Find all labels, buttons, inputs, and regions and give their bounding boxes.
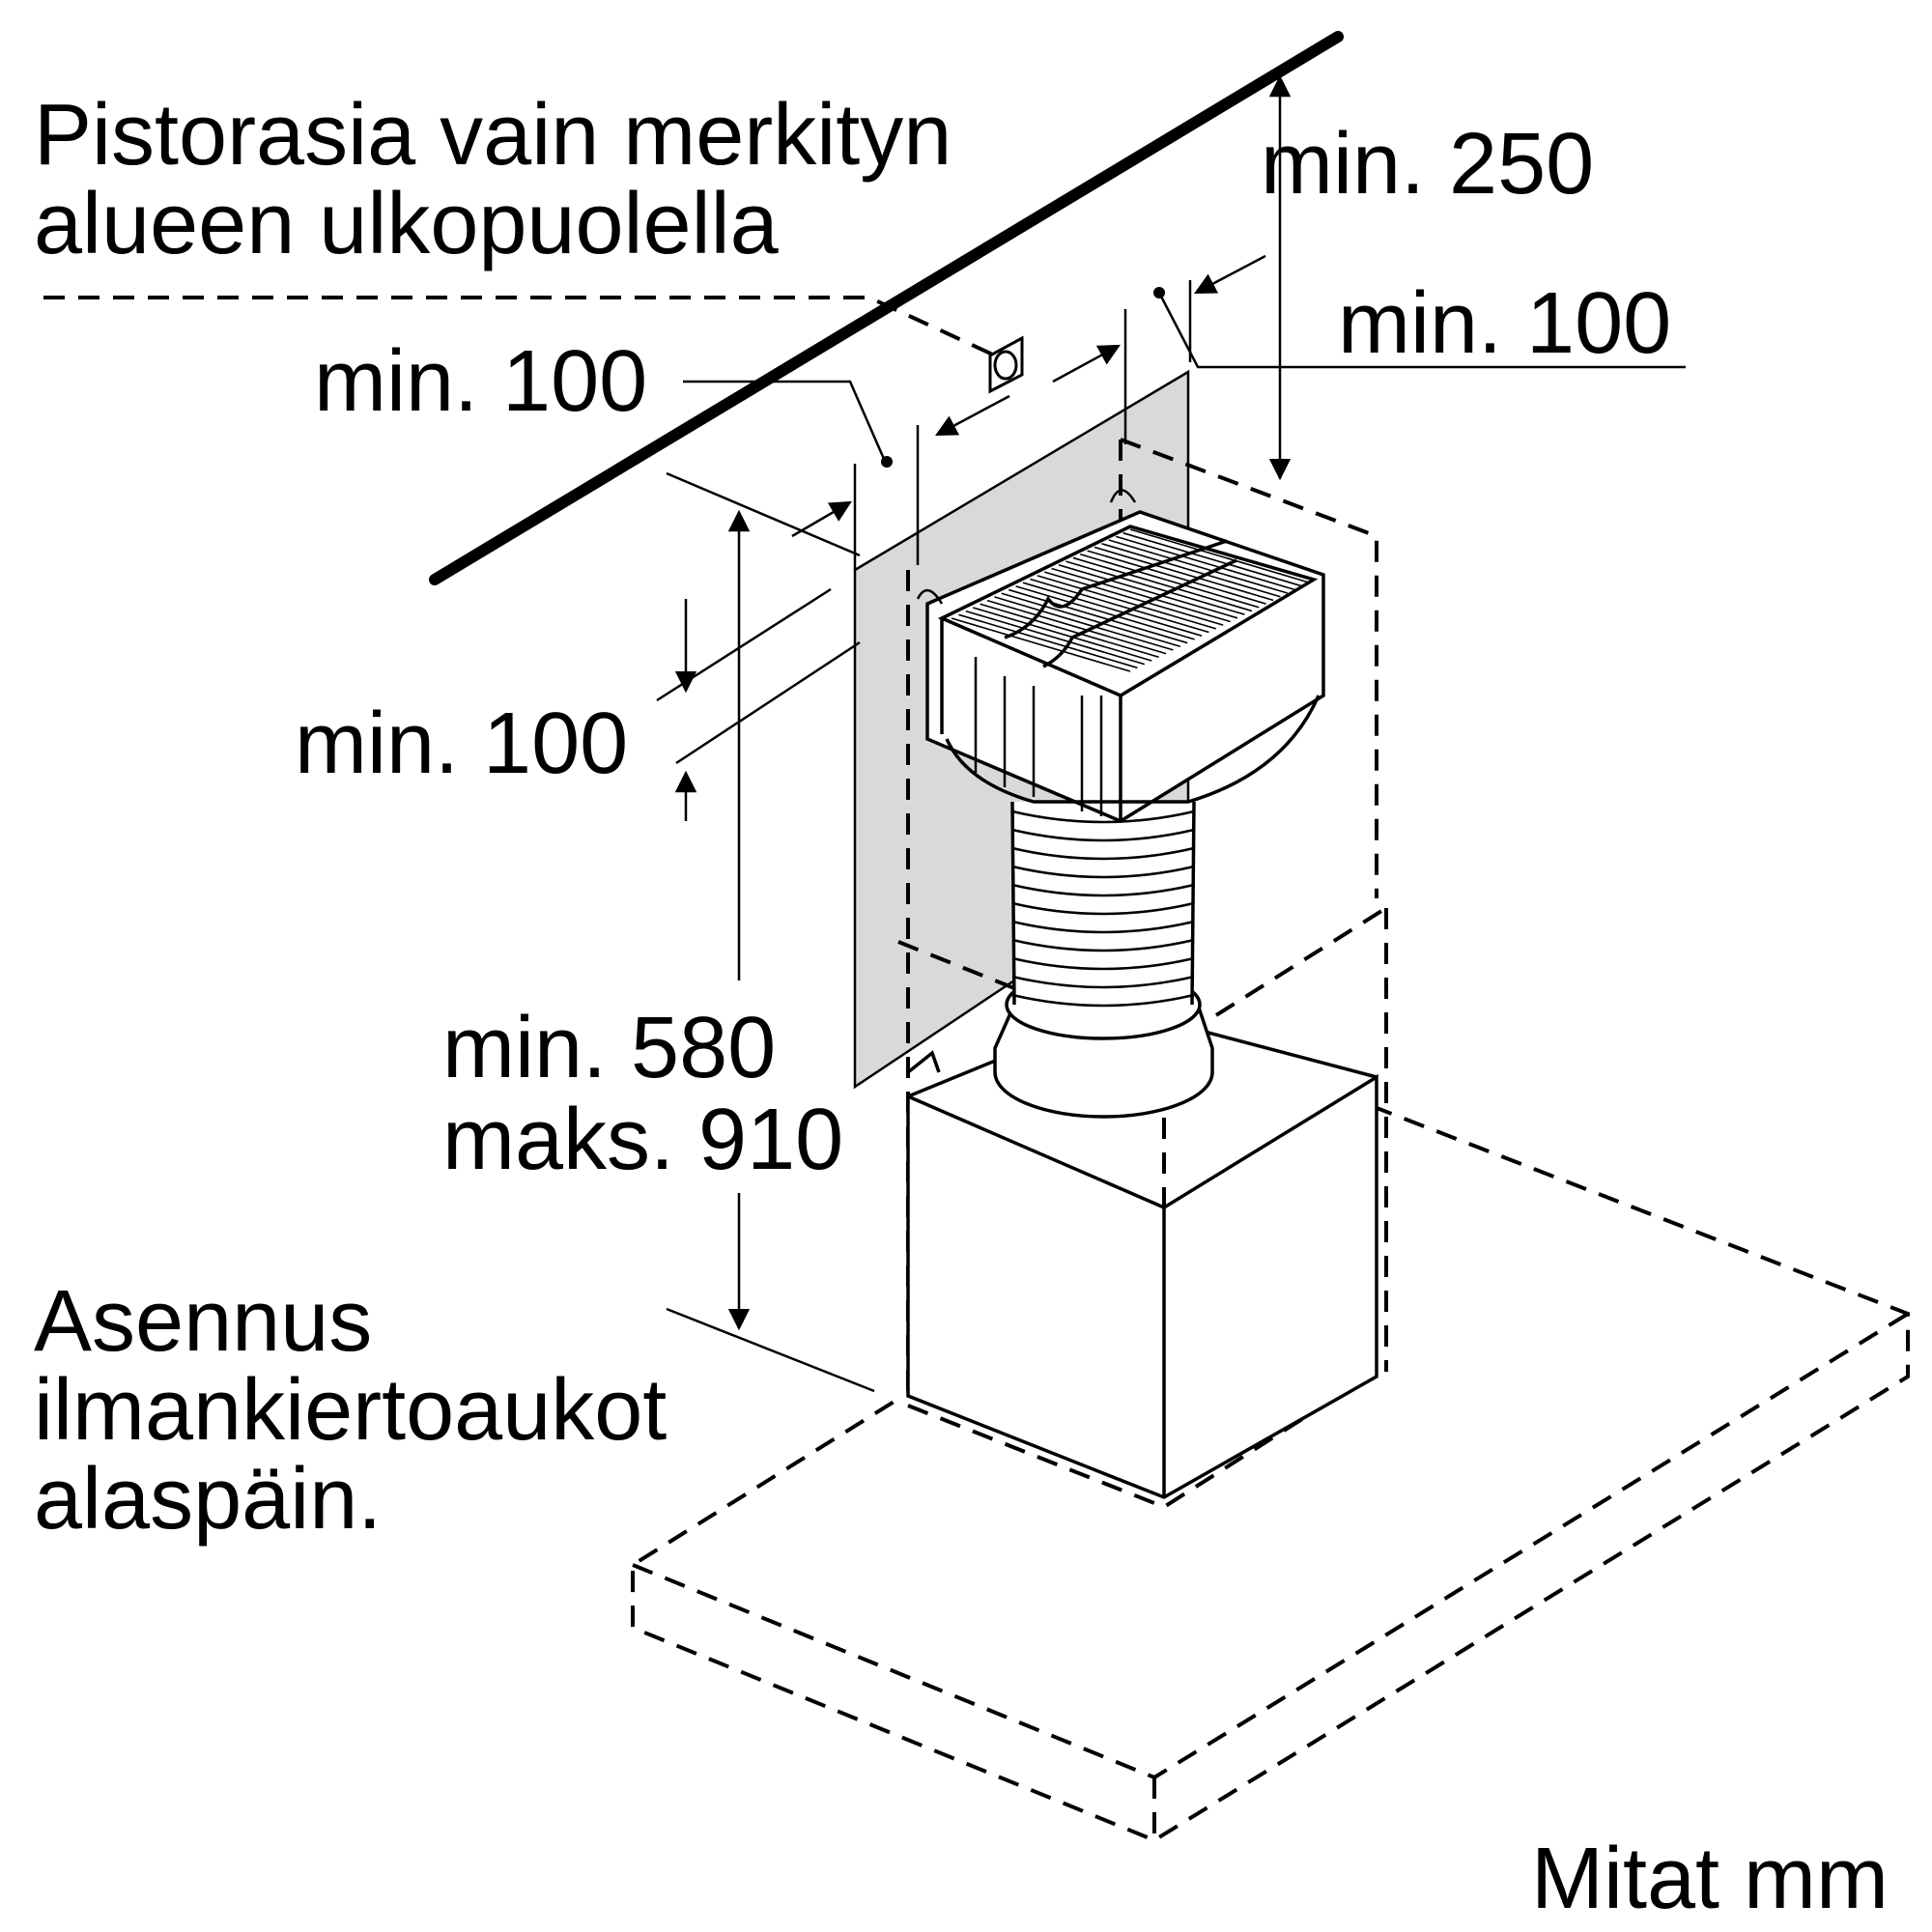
dim-top-label: min. 250 [1261,116,1594,213]
socket-note-line2: alueen ulkopuolella [34,176,780,272]
grille-slat [1072,556,1253,612]
units-label: Mitat mm [1531,1831,1889,1927]
duct-ring [1011,865,1195,879]
duct-ring [1011,846,1195,861]
grille-slat [1008,588,1188,644]
install-note-line2: ilmankiertoaukot [34,1362,667,1459]
grille-slat [1079,553,1260,609]
grille-slat [1001,592,1181,648]
duct-ring [1011,975,1195,989]
grille-slat [1101,542,1281,598]
grille-slat [1129,528,1310,583]
duct-ring [1011,920,1195,934]
grille-slat [965,610,1146,666]
dim-left-100-top-label: min. 100 [314,333,647,430]
duct-ring [1011,901,1195,916]
filter-unit [916,489,1325,823]
grille-slat [951,617,1131,672]
grille-slat [1037,575,1217,630]
grille-slat [1122,531,1302,587]
grille-slat [994,596,1174,651]
grille-slat [1065,560,1245,615]
filter-grille [951,528,1310,672]
grille-slat [958,613,1138,669]
grille-slat [980,603,1159,659]
dim-right-100-label: min. 100 [1338,275,1671,372]
dim-left-100-mid-label: min. 100 [295,696,628,792]
duct-ring [1011,993,1195,1008]
grille-slat [1022,582,1203,637]
grille-slat [1058,564,1238,619]
dimension-lines [656,74,1686,1393]
grille-slat [972,607,1152,662]
install-note-line1: Asennus [34,1273,372,1370]
duct-ring [1011,883,1195,897]
dim-height-max-label: maks. 910 [442,1092,843,1188]
duct-ring [1011,956,1195,971]
dim-height-min-label: min. 580 [442,1000,776,1096]
canopy-outline [631,1104,1910,1843]
grille-slat [1094,546,1274,602]
socket-note-line1: Pistorasia vain merkityn [34,87,952,184]
flexible-duct [1010,801,1196,1009]
grille-slat [1051,567,1231,623]
grille-slat [1108,539,1289,594]
duct-ring [1011,938,1195,952]
grille-slat [1115,535,1295,591]
duct-ring [1011,810,1195,824]
grille-slat [1015,585,1195,640]
install-note-line3: alaspäin. [34,1451,382,1548]
grille-slat [1087,550,1266,605]
duct-ring [1011,828,1195,842]
grille-slat [1030,578,1209,634]
grille-slat [986,599,1167,655]
lower-box [906,1008,1378,1499]
socket-icon [988,335,1024,394]
ceiling-line [429,31,1344,585]
grille-slat [1043,571,1224,626]
